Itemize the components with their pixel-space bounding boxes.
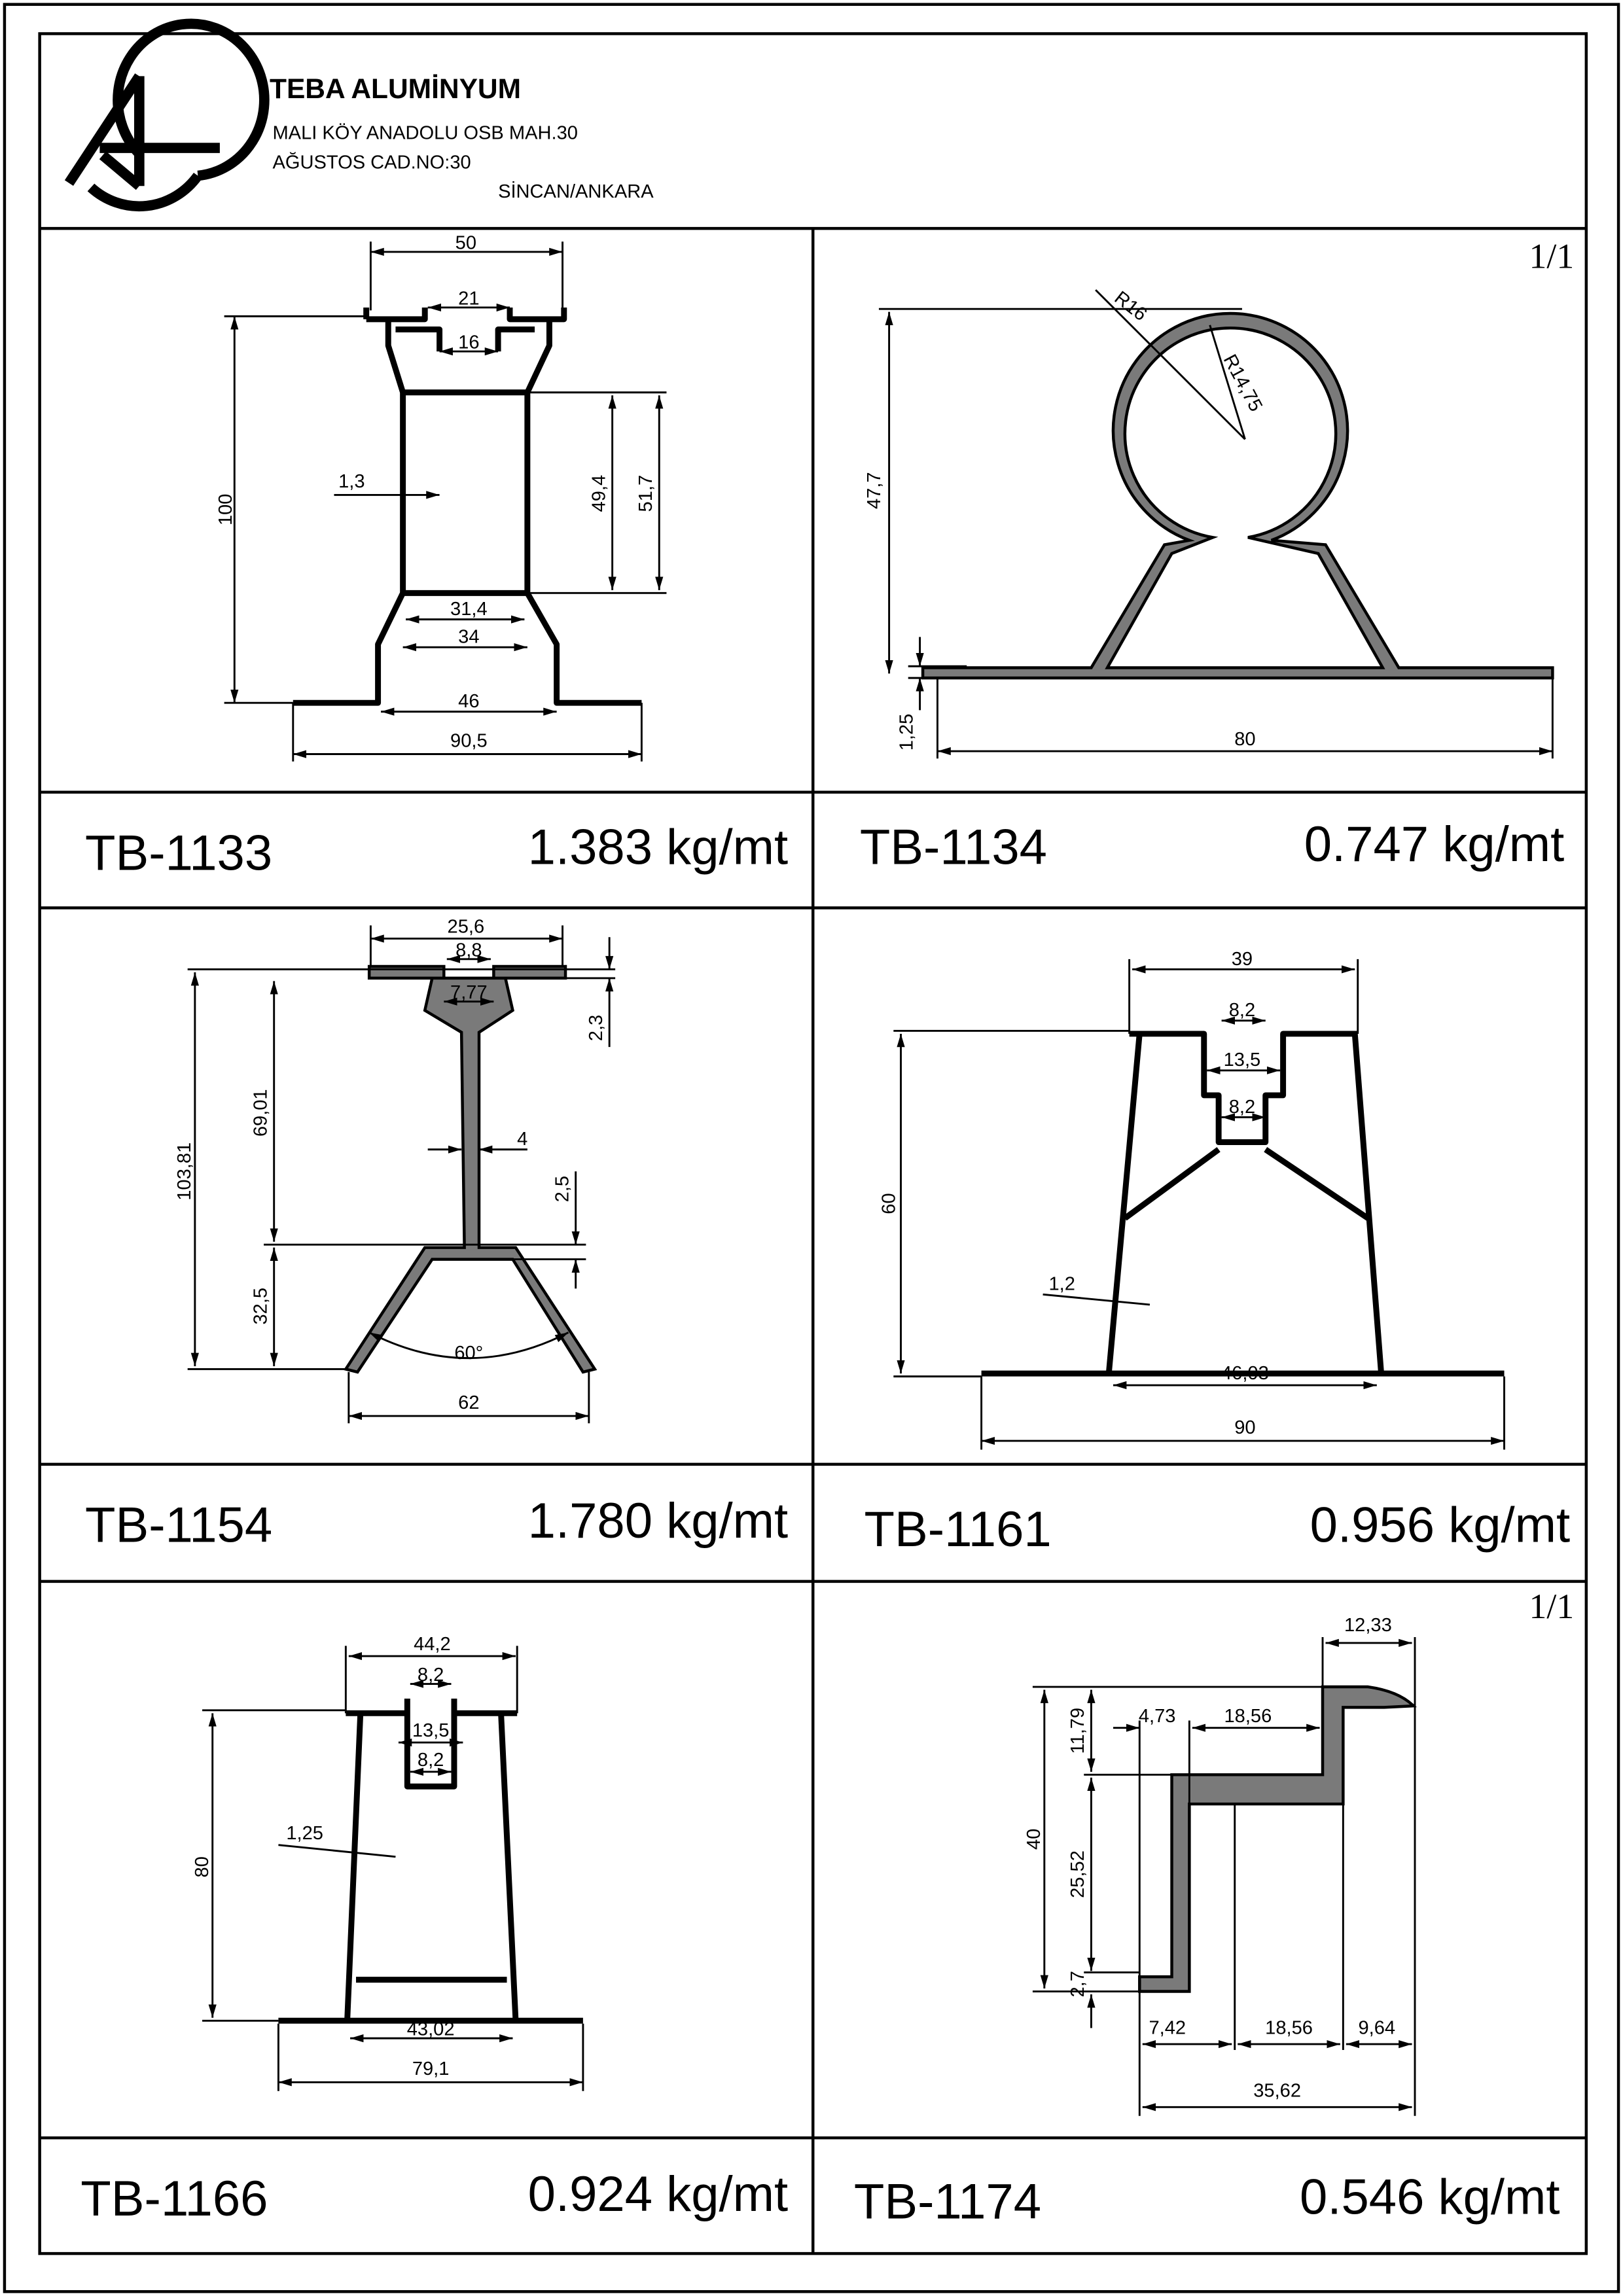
dim: R14,75	[1219, 351, 1266, 415]
profile-drawing-tb-1166: 44,2 8,2 13,5 8,2 80 1,25 43,02 79,1	[192, 1634, 584, 2091]
dim: 69,01	[251, 1089, 272, 1137]
profile-weight: 0.546 kg/mt	[1300, 2170, 1560, 2225]
profile-code: TB-1134	[860, 819, 1047, 875]
dim: 9,64	[1359, 2017, 1396, 2038]
dim: 7,77	[450, 982, 488, 1003]
dim: 44,2	[414, 1634, 451, 1655]
dim: 4,73	[1139, 1706, 1176, 1727]
profile-weight: 1.780 kg/mt	[528, 1493, 789, 1549]
profile-code: TB-1174	[854, 2174, 1041, 2229]
profile-weight: 0.747 kg/mt	[1304, 817, 1565, 872]
dim: 12,33	[1344, 1615, 1392, 1636]
profile-code: TB-1154	[85, 1497, 272, 1553]
dim: 62	[458, 1392, 479, 1413]
dim: 100	[215, 494, 236, 526]
grid-lines	[39, 226, 1586, 2254]
dim: 8,2	[418, 1750, 444, 1771]
dim: 1,3	[338, 471, 365, 492]
outer-border	[3, 3, 1620, 2293]
profile-drawing-tb-1154: 25,6 8,8 7,77 103,81 69,01 32,5 4 2,5 2,…	[174, 917, 616, 1424]
dim: R16	[1111, 287, 1151, 325]
scale-label: 1/1	[1529, 1587, 1575, 1626]
dim: 2,5	[552, 1176, 573, 1202]
profile-code: TB-1161	[865, 1502, 1052, 1557]
profile-drawing-tb-1161: 39 8,2 13,5 8,2 60 1,2 46,03 90	[879, 949, 1505, 1450]
dim: 8,2	[1229, 1097, 1255, 1118]
profile-weight: 0.924 kg/mt	[528, 2166, 789, 2222]
dim: 25,52	[1067, 1850, 1088, 1898]
dim: 80	[1234, 729, 1255, 750]
profile-drawing-tb-1174: 1/1 12,33 40 11,79 25,52 2,7 4,73 18,56 …	[1024, 1587, 1574, 2116]
dim: 90,5	[450, 730, 488, 751]
dim: 25,6	[448, 917, 485, 938]
address-line-1: MALI KÖY ANADOLU OSB MAH.30	[272, 123, 577, 144]
dim: 4	[517, 1129, 527, 1150]
dim: 35,62	[1253, 2081, 1301, 2102]
dim: 60	[879, 1193, 900, 1214]
dim: 1,25	[286, 1823, 323, 1844]
profile-drawing-tb-1133: 50 21 16 100 1,3 49,4 51,7 31,4 34 46 90…	[215, 232, 667, 762]
dim: 1,25	[896, 714, 917, 751]
dim: 46,03	[1221, 1363, 1269, 1384]
company-logo	[64, 18, 270, 212]
profile-code: TB-1166	[80, 2171, 268, 2227]
dim: 8,2	[418, 1665, 444, 1686]
dim: 51,7	[635, 475, 656, 512]
address-line-2: AĞUSTOS CAD.NO:30	[272, 151, 471, 173]
dim: 90	[1234, 1417, 1255, 1438]
dim: 8,2	[1229, 1000, 1255, 1021]
dim: 39	[1232, 949, 1253, 970]
dim: 47,7	[864, 472, 885, 509]
dim: 1,2	[1048, 1274, 1075, 1295]
dim: 2,7	[1067, 1971, 1088, 1997]
dim: 80	[192, 1856, 213, 1877]
dim: 32,5	[251, 1288, 272, 1325]
dim: 7,42	[1149, 2017, 1186, 2038]
dim: 8,8	[455, 940, 482, 961]
address-line-3: SİNCAN/ANKARA	[498, 181, 654, 202]
dim: 13,5	[412, 1720, 450, 1741]
scale-label: 1/1	[1529, 237, 1575, 276]
dim: 49,4	[588, 475, 609, 512]
dim: 2,3	[586, 1015, 607, 1041]
dim: 79,1	[412, 2058, 450, 2079]
dim: 40	[1024, 1829, 1044, 1850]
profile-drawing-tb-1134: 1/1 R16 R14,75 47,7 1,25 80	[864, 237, 1574, 759]
profile-weight: 1.383 kg/mt	[528, 819, 789, 875]
dim: 50	[455, 232, 476, 253]
company-name: TEBA ALUMİNYUM	[270, 74, 521, 105]
dim: 16	[458, 332, 479, 353]
dim: 18,56	[1224, 1706, 1272, 1727]
dim: 103,81	[174, 1142, 195, 1201]
dim: 21	[458, 288, 479, 309]
profile-code: TB-1133	[85, 825, 272, 881]
profile-weight: 0.956 kg/mt	[1310, 1497, 1571, 1553]
dim: 18,56	[1265, 2017, 1313, 2038]
dim: 60°	[454, 1343, 483, 1364]
dim: 13,5	[1224, 1050, 1261, 1070]
dim: 11,79	[1067, 1708, 1088, 1754]
dim: 34	[458, 626, 479, 647]
dim: 43,02	[407, 2019, 455, 2040]
dim: 31,4	[450, 599, 488, 620]
dim: 46	[458, 691, 479, 712]
